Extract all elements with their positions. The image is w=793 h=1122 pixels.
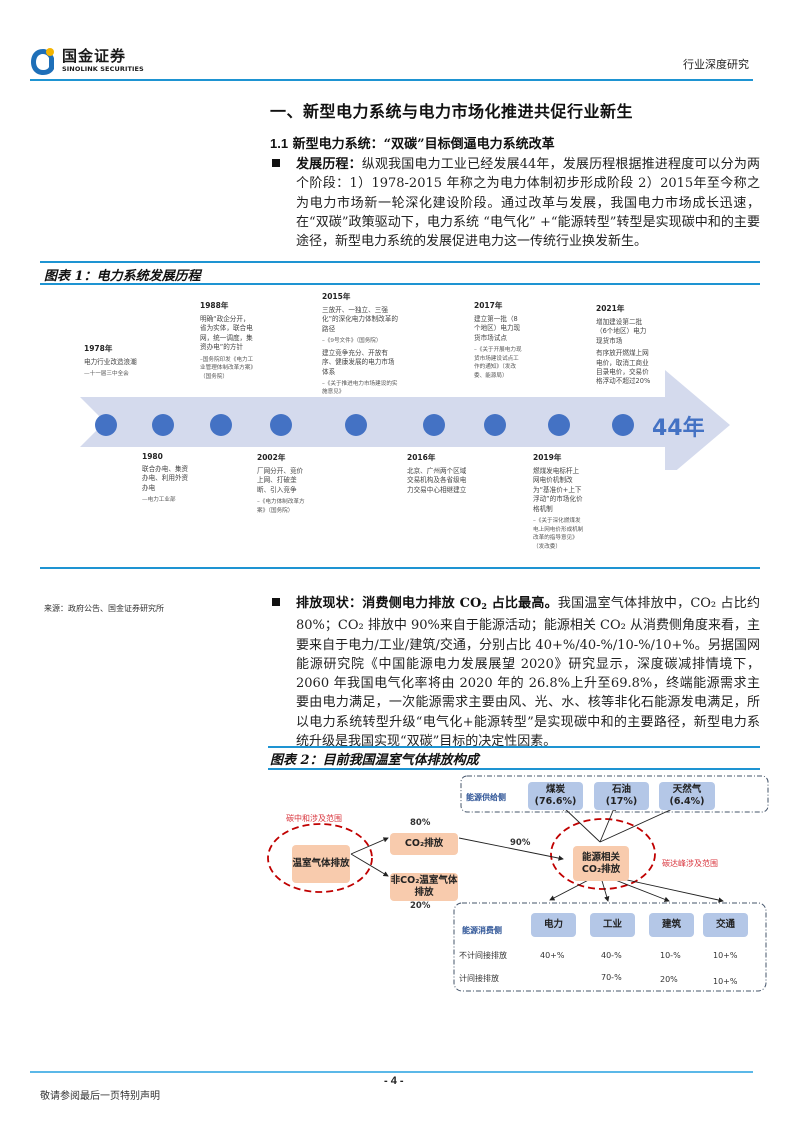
- value-transport-incl: 10+%: [713, 977, 738, 986]
- row-label-excl-indirect: 不计间接排放: [459, 951, 507, 960]
- energy-co2-box: 能源相关CO₂排放: [573, 846, 629, 881]
- timeline-dot: [95, 414, 117, 436]
- bullet-square-icon: [272, 159, 280, 167]
- page-number: - 4 -: [384, 1075, 404, 1087]
- timeline-event-2019: 2019年 燃煤发电标杆上网电价机制改为“基准价+上下浮动”的市场化价格机制 –…: [533, 453, 584, 550]
- figure1-top-rule: [40, 261, 760, 263]
- section-title: 一、新型电力系统与电力市场化推进共促行业新生: [270, 102, 634, 121]
- paragraph-development-history: 发展历程：纵观我国电力工业已经发展44年，发展历程根据推进程度可以分为两个阶段：…: [272, 155, 760, 251]
- disclaimer-note: 敬请参阅最后一页特别声明: [40, 1091, 160, 1102]
- timeline-event-1980: 1980 联合办电、集资办电、利用外资办电 —电力工业部: [142, 452, 189, 504]
- supply-gas: 天然气(6.4%): [659, 782, 715, 810]
- timeline-dot: [423, 414, 445, 436]
- ghg-diagram-lines: [267, 775, 769, 992]
- timeline-dot: [612, 414, 634, 436]
- row-label-incl-indirect: 计间接排放: [459, 974, 499, 983]
- timeline-dot: [152, 414, 174, 436]
- carbon-neutral-scope-label: 碳中和涉及范围: [286, 814, 342, 823]
- timeline-dot: [345, 414, 367, 436]
- timeline-dot: [484, 414, 506, 436]
- subsection-number: 1.1: [270, 136, 289, 151]
- timeline-event-1978: 1978年 电力行业改造浪潮 —十一届三中全会: [84, 344, 137, 378]
- value-industry-excl: 40-%: [601, 951, 622, 960]
- supply-oil: 石油(17%): [594, 782, 649, 810]
- demand-sector-industry: 工业: [590, 913, 635, 937]
- subsection-text: 新型电力系统：“双碳”目标倒逼电力系统改革: [292, 137, 555, 152]
- value-building-incl: 20%: [660, 975, 678, 984]
- demand-sector-transport: 交通: [703, 913, 748, 937]
- timeline-event-2017: 2017年 建立第一批（8个地区）电力现货市场试点 –《关于开展电力现货市场建设…: [474, 301, 522, 379]
- figure2-top-rule: [268, 746, 760, 748]
- co2-share-label: 80%: [410, 818, 431, 828]
- logo-chinese-name: 国金证券: [62, 47, 127, 65]
- supply-coal: 煤炭(76.6%): [528, 782, 583, 810]
- energy-share-label: 90%: [510, 838, 531, 848]
- figure1-source: 来源：政府公告、国金证券研究所: [44, 604, 164, 613]
- value-transport-excl: 10+%: [713, 951, 738, 960]
- company-logo: 国金证券 SINOLINK SECURITIES: [30, 44, 170, 78]
- paragraph-body: 纵观我国电力工业已经发展44年，发展历程根据推进程度可以分为两个阶段：1）197…: [296, 157, 760, 250]
- value-building-excl: 10-%: [660, 951, 681, 960]
- non-co2-share-label: 20%: [410, 901, 431, 911]
- timeline-dot: [210, 414, 232, 436]
- carbon-peak-scope-label: 碳达峰涉及范围: [662, 859, 718, 868]
- figure1-title-rule: [40, 283, 760, 285]
- demand-side-label: 能源消费侧: [462, 926, 502, 935]
- timeline-total-years: 44年: [652, 416, 705, 441]
- figure1-bottom-rule: [40, 567, 760, 569]
- value-industry-incl: 70-%: [601, 973, 622, 982]
- timeline-event-2016: 2016年 北京、广州两个区域交易机构及各省级电力交易中心相继建立: [407, 453, 467, 494]
- timeline-event-2021: 2021年 增加建设第二批（6个地区）电力现货市场 有序放开燃煤上网电价，取消工…: [596, 304, 651, 386]
- demand-sector-power: 电力: [531, 913, 576, 937]
- timeline-event-2015: 2015年 三放开、一独立、三强化”的深化电力体制改革的路径 –《9号文件》（国…: [322, 292, 398, 396]
- report-type: 行业深度研究: [683, 58, 749, 71]
- paragraph-emission-status: 排放现状：消费侧电力排放 CO2 占比最高。我国温室气体排放中，CO₂ 占比约 …: [272, 594, 760, 751]
- timeline-dot: [548, 414, 570, 436]
- paragraph-lead: 排放现状：消费侧电力排放 CO2 占比最高。: [296, 596, 558, 611]
- supply-side-label: 能源供给侧: [466, 793, 506, 802]
- timeline-event-2002: 2002年 厂网分开、竞价上网、打破垄断、引入竞争 –《电力体制改革方案》（国务…: [257, 453, 305, 514]
- bullet-square-icon: [272, 598, 280, 606]
- footer-divider: [30, 1071, 753, 1073]
- ghg-emission-box: 温室气体排放: [292, 845, 350, 883]
- figure2-title-rule: [268, 768, 760, 770]
- sinolink-logo-icon: [31, 48, 54, 75]
- subsection-title: 1.1 新型电力系统：“双碳”目标倒逼电力系统改革: [270, 133, 555, 152]
- value-power-excl: 40+%: [540, 951, 565, 960]
- figure1-title: 图表 1：电力系统发展历程: [44, 269, 201, 284]
- header-divider: [30, 79, 753, 81]
- logo-english-name: SINOLINK SECURITIES: [62, 65, 144, 73]
- paragraph-body: 我国温室气体排放中，CO₂ 占比约 80%；CO₂ 排放中 90%来自于能源活动…: [296, 596, 760, 750]
- co2-emission-box: CO₂排放: [390, 833, 458, 855]
- paragraph-lead: 发展历程：: [296, 157, 362, 172]
- non-co2-emission-box: 非CO₂温室气体排放: [390, 873, 458, 901]
- timeline-dot: [270, 414, 292, 436]
- timeline-event-1988: 1988年 明确“政企分开，省为实体，联合电网，统一调度，集资办电”的方针 –国…: [200, 301, 256, 380]
- demand-sector-building: 建筑: [649, 913, 694, 937]
- timeline-arrow: [80, 370, 730, 470]
- figure2-title: 图表 2：目前我国温室气体排放构成: [270, 753, 479, 768]
